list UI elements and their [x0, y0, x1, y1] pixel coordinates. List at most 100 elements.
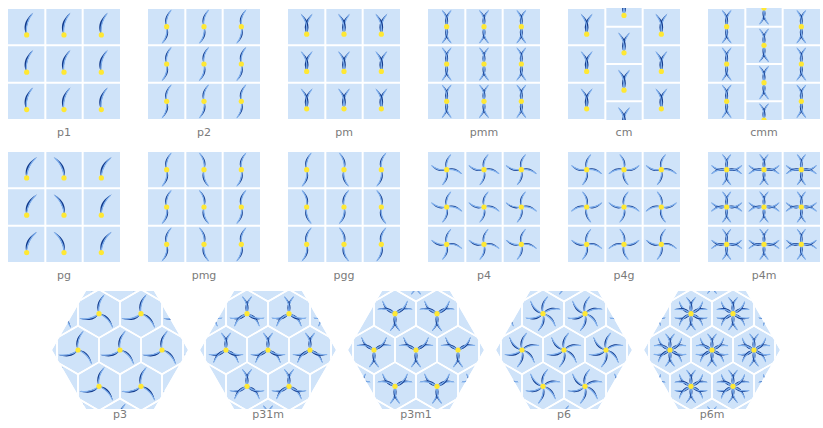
- blade-shape: [338, 51, 346, 72]
- blade-highlight: [760, 104, 764, 118]
- blade-highlight: [123, 238, 139, 250]
- motif: [145, 296, 181, 327]
- cell-line: [331, 399, 373, 428]
- blade-shape: [181, 294, 189, 313]
- cell-line: [745, 187, 782, 189]
- blade-highlight: [377, 191, 381, 205]
- blade-highlight: [159, 224, 164, 238]
- blade: [16, 345, 36, 361]
- blade: [147, 385, 166, 400]
- blade: [97, 294, 105, 313]
- blade-shape: [225, 418, 244, 428]
- motif: [37, 367, 74, 401]
- cell-line: [223, 119, 260, 120]
- blade-highlight: [340, 154, 344, 168]
- cell-line: [325, 151, 362, 152]
- blade: [55, 294, 63, 313]
- blade: [34, 403, 42, 422]
- cell-line: [310, 217, 352, 266]
- blade: [240, 9, 247, 26]
- blade-highlight: [163, 209, 167, 223]
- motif: [608, 191, 639, 222]
- blade-shape: [34, 403, 42, 422]
- blade-highlight: [170, 351, 185, 362]
- blade-highlight: [344, 191, 348, 205]
- cell-line: [288, 82, 325, 84]
- rotation-dot: [341, 69, 346, 74]
- blade-highlight: [484, 192, 488, 205]
- panel-ground: [568, 8, 680, 120]
- blade: [99, 12, 108, 34]
- blade-shape: [33, 276, 53, 292]
- cell-line: [45, 82, 82, 84]
- blade-highlight: [381, 228, 385, 242]
- cell-line: [604, 151, 606, 263]
- motif: [99, 155, 112, 180]
- blade: [203, 369, 210, 387]
- motif: [796, 47, 806, 81]
- blade-shape: [182, 260, 189, 278]
- blade-shape: [58, 345, 78, 361]
- motif: [16, 331, 53, 365]
- blade: [375, 14, 383, 35]
- motif: [199, 84, 209, 118]
- blade-highlight: [183, 387, 199, 399]
- cell-line: [708, 82, 745, 84]
- blade-shape: [55, 222, 63, 241]
- blade: [25, 12, 34, 34]
- motif: [786, 229, 817, 260]
- cell-line: [185, 151, 222, 152]
- cell-line: [643, 151, 680, 152]
- blade-highlight: [99, 296, 104, 312]
- motif: [53, 230, 66, 255]
- cell-line: [502, 151, 504, 263]
- blade-highlight: [377, 172, 381, 186]
- blade-highlight: [170, 423, 185, 428]
- cell-line: [289, 399, 331, 428]
- motif: [479, 10, 489, 44]
- blade: [37, 381, 57, 397]
- rotation-dot: [24, 70, 29, 75]
- blade-highlight: [443, 11, 447, 25]
- motif: [99, 230, 112, 255]
- blade-highlight: [572, 241, 585, 245]
- cell-line: [324, 151, 326, 263]
- cell-line: [183, 399, 225, 428]
- blade-highlight: [27, 157, 36, 176]
- blade-shape: [618, 107, 626, 120]
- motif: [516, 85, 526, 119]
- cell-line: [568, 187, 605, 189]
- blade: [202, 403, 210, 422]
- cell-line: [15, 399, 57, 428]
- blade-shape: [97, 367, 105, 386]
- blade-highlight: [583, 246, 587, 259]
- blade: [161, 296, 168, 314]
- blade-highlight: [446, 29, 450, 43]
- blade: [210, 421, 229, 428]
- rotation-dot: [379, 32, 384, 37]
- blade: [201, 421, 221, 428]
- blade-highlight: [241, 191, 245, 205]
- motif: [166, 332, 202, 363]
- blade: [118, 258, 126, 277]
- cell-line: [643, 262, 680, 263]
- cell-line: [148, 119, 185, 120]
- blade-highlight: [339, 15, 344, 32]
- blade-highlight: [443, 86, 447, 100]
- blade-shape: [375, 88, 383, 109]
- blade-highlight: [764, 172, 768, 185]
- blade-highlight: [523, 207, 536, 211]
- blade-highlight: [64, 51, 70, 69]
- blade-shape: [37, 309, 57, 325]
- square-panel: [568, 151, 680, 263]
- blade-highlight: [36, 259, 41, 275]
- cell-line: [465, 119, 502, 120]
- rotation-dot: [379, 167, 384, 172]
- blade-highlight: [26, 14, 32, 32]
- blade: [162, 382, 181, 397]
- panel-ground: [8, 8, 120, 120]
- blade-shape: [182, 405, 189, 423]
- motif: [142, 331, 179, 365]
- square-panel: [288, 8, 400, 120]
- blade-highlight: [204, 209, 208, 223]
